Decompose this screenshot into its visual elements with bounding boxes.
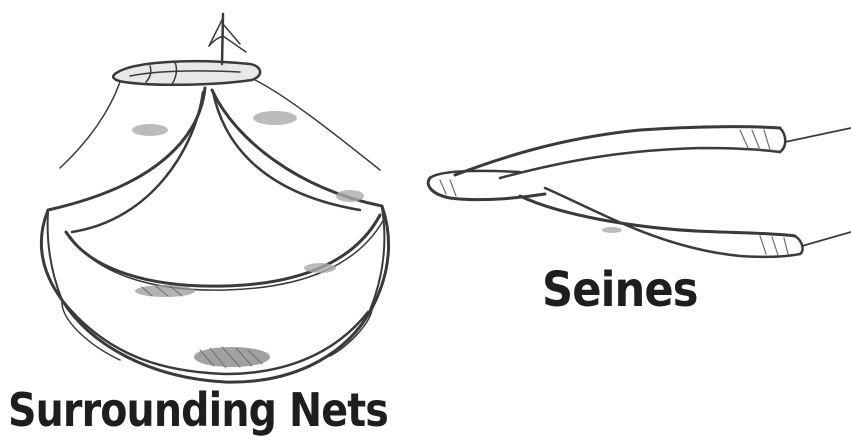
- boat-icon: [113, 14, 260, 85]
- tow-line-lower: [802, 232, 851, 246]
- surrounding-net-icon: [41, 14, 388, 382]
- surrounding-nets-label: Surrounding Nets: [8, 384, 388, 436]
- net-shading: [132, 111, 364, 368]
- seine-icon: [428, 127, 851, 257]
- seines-label: Seines: [542, 262, 698, 318]
- tow-line-upper: [785, 128, 851, 142]
